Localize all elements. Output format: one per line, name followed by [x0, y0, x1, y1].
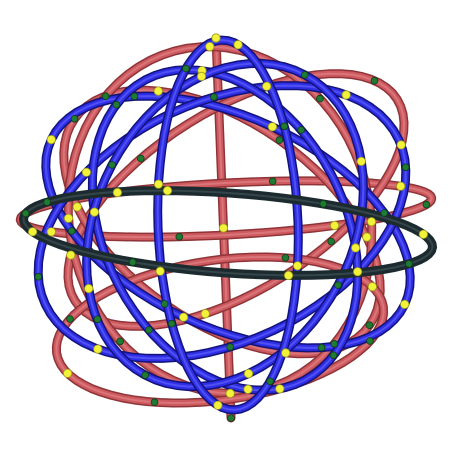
joint-yellow-sphere — [233, 40, 243, 50]
joint-green-sphere — [334, 281, 342, 289]
joint-green-sphere — [130, 92, 139, 101]
joint-yellow-sphere — [162, 186, 173, 196]
joint-yellow-sphere — [155, 266, 165, 276]
joint-yellow-sphere — [27, 227, 38, 237]
joint-green-sphere — [268, 177, 277, 186]
joint-yellow-sphere — [275, 384, 285, 394]
joint-green-sphere — [227, 414, 235, 422]
joint-green-sphere — [317, 343, 326, 352]
joint-yellow-sphere — [267, 122, 277, 132]
joint-green-sphere — [67, 227, 76, 235]
joint-yellow-sphere — [396, 140, 406, 150]
joint-green-sphere — [401, 163, 410, 172]
joint-green-sphere — [43, 198, 51, 206]
joint-yellow-sphere — [153, 86, 163, 96]
joint-yellow-sphere — [112, 187, 123, 198]
joint-green-sphere — [330, 339, 339, 348]
joint-green-sphere — [34, 272, 43, 281]
joint-yellow-sphere — [225, 388, 235, 398]
joint-yellow-sphere — [292, 261, 303, 271]
joint-yellow-sphere — [84, 283, 94, 294]
dark-horizontal-ellipse-highlight — [22, 189, 434, 277]
joint-green-sphere — [327, 237, 336, 246]
joint-green-sphere — [108, 161, 116, 169]
joint-yellow-sphere — [46, 227, 56, 237]
joint-green-sphere — [405, 260, 413, 268]
joint-yellow-sphere — [89, 207, 100, 217]
dark-horizontal-ellipse-tube — [19, 186, 437, 280]
joint-green-sphere — [210, 93, 218, 101]
joint-green-sphere — [226, 343, 234, 351]
joint-green-sphere — [266, 377, 274, 386]
joint-yellow-sphere — [367, 282, 377, 292]
joint-green-sphere — [145, 326, 153, 334]
joint-green-sphere — [366, 337, 374, 345]
joint-green-sphere — [329, 351, 338, 360]
joint-green-sphere — [116, 337, 124, 346]
joint-green-sphere — [380, 209, 389, 217]
blue-tilted-ellipse-3-tube — [87, 65, 363, 395]
joint-yellow-sphere — [350, 243, 361, 253]
joint-yellow-sphere — [63, 213, 74, 223]
joint-yellow-sphere — [213, 400, 223, 410]
joint-yellow-sphere — [283, 270, 294, 280]
joint-yellow-sphere — [366, 217, 377, 227]
joint-green-sphere — [370, 76, 379, 85]
joints-layer — [21, 33, 431, 422]
joint-green-sphere — [70, 115, 79, 123]
joint-yellow-sphere — [179, 312, 189, 322]
joint-green-sphere — [275, 136, 284, 144]
joint-green-sphere — [160, 300, 169, 308]
joint-green-sphere — [316, 94, 324, 103]
blue-tilted-ellipse-3-highlight — [91, 68, 359, 392]
joint-yellow-sphere — [72, 202, 82, 212]
joint-green-sphere — [280, 122, 289, 131]
joint-yellow-sphere — [62, 368, 73, 378]
joint-green-sphere — [101, 92, 110, 100]
joint-yellow-sphere — [341, 90, 351, 100]
joint-yellow-sphere — [262, 81, 272, 91]
joint-yellow-sphere — [153, 179, 164, 189]
joint-yellow-sphere — [362, 232, 372, 242]
joint-yellow-sphere — [205, 41, 215, 52]
joint-green-sphere — [21, 209, 30, 218]
joint-yellow-sphere — [418, 229, 428, 239]
joint-green-sphere — [422, 200, 431, 209]
joint-yellow-sphere — [200, 309, 210, 319]
joint-yellow-sphere — [281, 348, 291, 358]
joint-green-sphere — [150, 398, 159, 407]
blue-vertical-ellipse-tube — [153, 35, 303, 415]
joint-green-sphere — [66, 315, 74, 323]
joint-yellow-sphere — [81, 167, 92, 177]
joint-green-sphere — [175, 233, 184, 241]
joint-yellow-sphere — [356, 156, 366, 166]
joint-yellow-sphere — [196, 71, 207, 82]
joint-green-sphere — [300, 71, 309, 79]
joint-yellow-sphere — [211, 33, 221, 43]
joint-green-sphere — [167, 319, 176, 328]
joint-green-sphere — [128, 258, 137, 266]
joint-green-sphere — [281, 253, 290, 262]
joint-yellow-sphere — [396, 181, 406, 191]
joint-yellow-sphere — [66, 250, 76, 260]
joint-green-sphere — [93, 315, 102, 324]
joint-yellow-sphere — [218, 223, 229, 233]
joint-yellow-sphere — [243, 368, 254, 379]
joint-yellow-sphere — [243, 384, 253, 394]
joint-green-sphere — [365, 321, 374, 330]
joint-green-sphere — [319, 200, 328, 208]
blue-vertical-ellipse-highlight — [156, 39, 300, 411]
joint-yellow-sphere — [352, 267, 363, 277]
joint-green-sphere — [297, 126, 305, 134]
joint-green-sphere — [141, 371, 150, 379]
joint-green-sphere — [182, 64, 190, 73]
joint-green-sphere — [112, 100, 121, 109]
joint-yellow-sphere — [329, 220, 340, 231]
joint-green-sphere — [137, 154, 145, 163]
joint-yellow-sphere — [93, 344, 103, 354]
joint-yellow-sphere — [400, 299, 410, 309]
joint-yellow-sphere — [46, 135, 56, 145]
